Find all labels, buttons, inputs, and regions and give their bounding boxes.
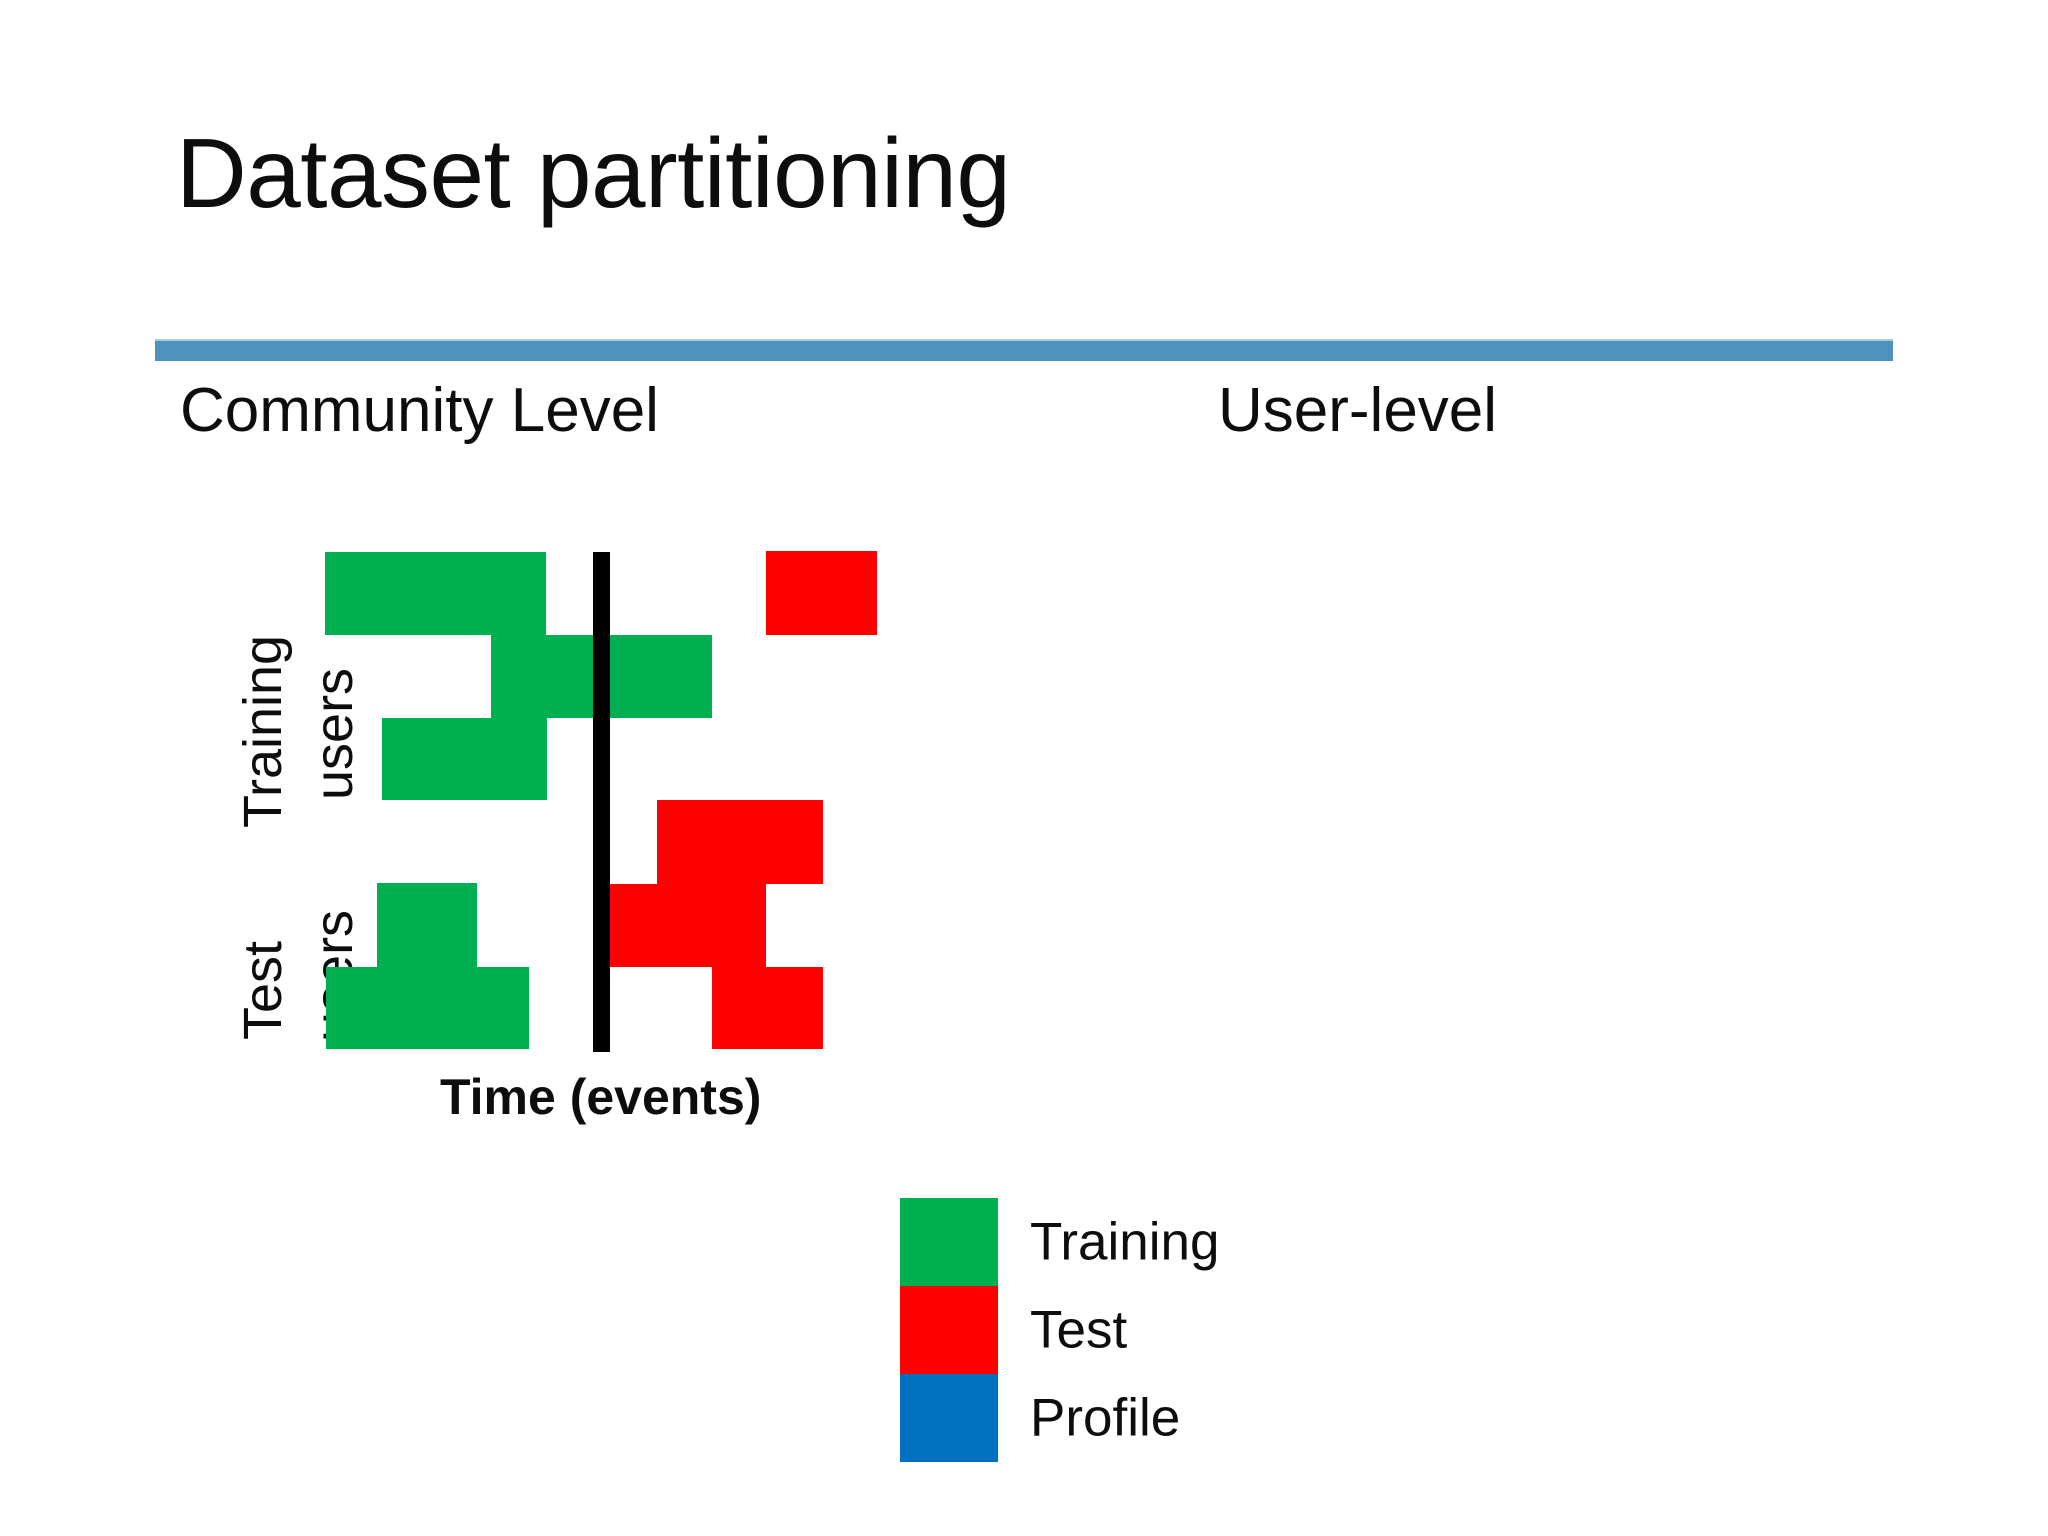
legend-swatch-training bbox=[900, 1198, 998, 1286]
event-block-test bbox=[712, 967, 823, 1049]
event-block-training bbox=[382, 718, 547, 800]
column-heading-community-level: Community Level bbox=[180, 376, 659, 445]
event-block-test bbox=[610, 884, 766, 967]
page-title: Dataset partitioning bbox=[176, 118, 1011, 228]
legend-label-test: Test bbox=[1030, 1300, 1128, 1360]
x-axis-label: Time (events) bbox=[440, 1069, 762, 1125]
legend-swatch-profile bbox=[900, 1374, 998, 1462]
legend-label-training: Training bbox=[1030, 1212, 1220, 1272]
train-test-split-line bbox=[593, 552, 610, 1052]
title-divider-rule bbox=[155, 339, 1893, 361]
event-block-training bbox=[325, 552, 546, 635]
column-heading-user-level: User-level bbox=[1218, 376, 1498, 445]
event-block-test bbox=[657, 800, 823, 884]
event-block-training bbox=[326, 967, 529, 1049]
row-label-training: Training bbox=[233, 634, 293, 828]
event-block-test bbox=[766, 551, 877, 635]
row-label-test: Test bbox=[233, 940, 293, 1040]
event-block-training bbox=[377, 883, 477, 967]
legend-swatch-test bbox=[900, 1286, 998, 1374]
legend-label-profile: Profile bbox=[1030, 1388, 1181, 1448]
row-label-training-users: users bbox=[304, 667, 364, 800]
